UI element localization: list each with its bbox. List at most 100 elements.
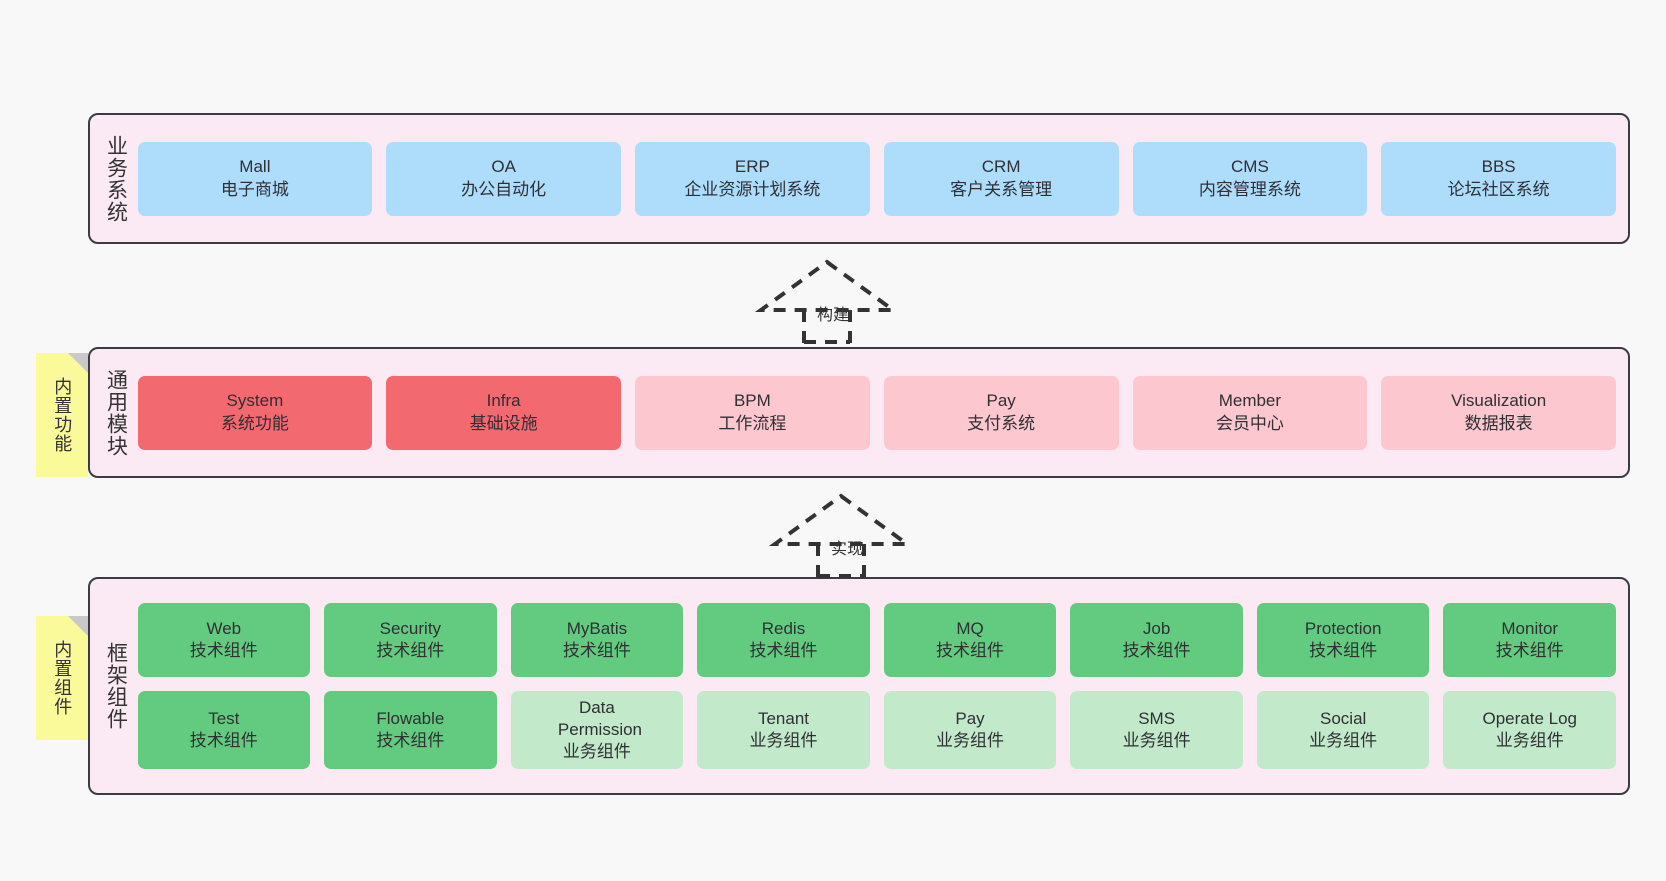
node-title: Infra	[486, 391, 521, 411]
sticky-note-builtin-components[interactable]: 内置组件	[36, 616, 88, 740]
node-crm[interactable]: CRM 客户关系管理	[883, 141, 1119, 216]
node-system[interactable]: System 系统功能	[137, 375, 373, 450]
layer-body-business-systems: Mall 电子商城 OA 办公自动化 ERP 企业资源计划系统 CRM 客户关系…	[137, 115, 1628, 242]
node-title: Monitor	[1501, 618, 1559, 638]
node-title: Mall	[239, 157, 271, 177]
node-subtitle: 支付系统	[967, 413, 1036, 433]
layer-business-systems[interactable]: 业务系统 Mall 电子商城 OA 办公自动化 ERP 企业资源计划系统	[88, 113, 1630, 244]
node-job[interactable]: Job 技术组件	[1070, 602, 1243, 677]
node-subtitle: 企业资源计划系统	[684, 179, 821, 199]
node-subtitle: 业务组件	[1309, 731, 1378, 750]
node-oa[interactable]: OA 办公自动化	[386, 141, 622, 216]
node-security[interactable]: Security 技术组件	[324, 602, 497, 677]
node-subtitle: 内容管理系统	[1198, 179, 1301, 199]
node-subtitle: 会员中心	[1215, 413, 1284, 433]
layer-body-common-modules: System 系统功能 Infra 基础设施 BPM 工作流程 Pay 支付系统	[137, 349, 1628, 476]
connector-implement: 实现	[768, 492, 914, 578]
sticky-note-builtin-features[interactable]: 内置功能	[36, 353, 88, 477]
node-title: Web	[206, 618, 242, 638]
node-title: Tenant	[757, 708, 809, 728]
node-title: Operate Log	[1482, 708, 1577, 728]
connector-label-implement: 实现	[831, 541, 864, 558]
node-subtitle: 技术组件	[376, 731, 445, 750]
node-title: SMS	[1138, 708, 1176, 728]
node-subtitle: 业务组件	[562, 742, 631, 762]
node-subtitle: 技术组件	[562, 640, 631, 660]
node-social[interactable]: Social 业务组件	[1256, 690, 1430, 770]
node-title: Social	[1320, 708, 1367, 728]
node-test[interactable]: Test 技术组件	[137, 690, 311, 770]
node-title: MyBatis	[566, 618, 628, 638]
node-title: CRM	[981, 157, 1021, 177]
node-subtitle: 论坛社区系统	[1447, 179, 1550, 199]
node-mall[interactable]: Mall 电子商城	[137, 141, 373, 216]
node-subtitle: 技术组件	[1495, 640, 1564, 660]
node-subtitle: 数据报表	[1464, 413, 1533, 433]
layer-common-modules[interactable]: 通用模块 System 系统功能 Infra 基础设施 BPM 工作流程	[88, 347, 1630, 478]
node-pay-module[interactable]: Pay 支付系统	[883, 375, 1119, 450]
node-sms[interactable]: SMS 业务组件	[1070, 690, 1243, 770]
node-subtitle: 技术组件	[1309, 640, 1378, 660]
node-subtitle: 业务组件	[1495, 731, 1564, 750]
node-title: OA	[491, 157, 516, 177]
node-row: Web 技术组件 Security 技术组件 MyBatis 技术组件 Redi…	[137, 602, 1617, 677]
node-subtitle: 技术组件	[189, 640, 258, 660]
node-subtitle: 系统功能	[220, 413, 289, 433]
node-title: Member	[1218, 391, 1282, 411]
node-web[interactable]: Web 技术组件	[137, 602, 311, 677]
node-protection[interactable]: Protection 技术组件	[1256, 602, 1430, 677]
node-title: Data Permission	[557, 697, 643, 739]
node-operate-log[interactable]: Operate Log 业务组件	[1443, 690, 1617, 770]
node-title: ERP	[734, 157, 770, 177]
node-title: Visualization	[1451, 391, 1547, 411]
node-row: Mall 电子商城 OA 办公自动化 ERP 企业资源计划系统 CRM 客户关系…	[137, 141, 1617, 216]
node-title: System	[226, 391, 284, 411]
node-subtitle: 电子商城	[220, 179, 289, 199]
connector-label-build: 构建	[817, 307, 850, 324]
layer-body-framework-components: Web 技术组件 Security 技术组件 MyBatis 技术组件 Redi…	[137, 579, 1628, 793]
node-title: Protection	[1304, 618, 1382, 638]
node-subtitle: 业务组件	[749, 731, 818, 750]
node-member[interactable]: Member 会员中心	[1132, 375, 1368, 450]
node-erp[interactable]: ERP 企业资源计划系统	[635, 141, 870, 216]
node-row: System 系统功能 Infra 基础设施 BPM 工作流程 Pay 支付系统	[137, 375, 1617, 450]
layer-framework-components[interactable]: 框架组件 Web 技术组件 Security 技术组件 MyBatis 技术组件	[88, 577, 1630, 795]
node-subtitle: 工作流程	[718, 413, 787, 433]
layer-title-framework-components: 框架组件	[104, 642, 128, 730]
node-mq[interactable]: MQ 技术组件	[883, 602, 1057, 677]
node-title: BBS	[1481, 157, 1516, 177]
node-infra[interactable]: Infra 基础设施	[386, 375, 622, 450]
note-fold-corner-icon	[68, 353, 88, 373]
node-flowable[interactable]: Flowable 技术组件	[324, 690, 497, 770]
node-title: Pay	[986, 391, 1016, 411]
node-title: Security	[379, 618, 442, 638]
connector-build: 构建	[754, 258, 900, 344]
node-bpm[interactable]: BPM 工作流程	[635, 375, 870, 450]
node-subtitle: 客户关系管理	[950, 179, 1053, 199]
node-title: Flowable	[376, 708, 445, 728]
node-subtitle: 基础设施	[469, 413, 538, 433]
node-subtitle: 技术组件	[1122, 640, 1191, 660]
node-row: Test 技术组件 Flowable 技术组件 Data Permission …	[137, 690, 1617, 770]
layer-title-common-modules: 通用模块	[104, 368, 128, 457]
node-title: Pay	[955, 708, 985, 728]
node-pay-component[interactable]: Pay 业务组件	[883, 690, 1057, 770]
node-data-permission[interactable]: Data Permission 业务组件	[510, 690, 684, 770]
node-subtitle: 技术组件	[936, 640, 1005, 660]
node-redis[interactable]: Redis 技术组件	[697, 602, 870, 677]
note-fold-corner-icon	[68, 616, 88, 636]
node-subtitle: 办公自动化	[461, 179, 547, 199]
node-title: BPM	[733, 391, 771, 411]
node-title: Redis	[761, 618, 806, 638]
node-mybatis[interactable]: MyBatis 技术组件	[510, 602, 684, 677]
node-title: MQ	[956, 618, 984, 638]
sticky-note-text: 内置功能	[52, 377, 73, 453]
layer-title-business-systems: 业务系统	[104, 134, 128, 223]
node-subtitle: 技术组件	[376, 640, 445, 660]
node-visualization[interactable]: Visualization 数据报表	[1381, 375, 1617, 450]
node-bbs[interactable]: BBS 论坛社区系统	[1381, 141, 1617, 216]
node-monitor[interactable]: Monitor 技术组件	[1443, 602, 1617, 677]
node-tenant[interactable]: Tenant 业务组件	[697, 690, 870, 770]
node-cms[interactable]: CMS 内容管理系统	[1132, 141, 1368, 216]
